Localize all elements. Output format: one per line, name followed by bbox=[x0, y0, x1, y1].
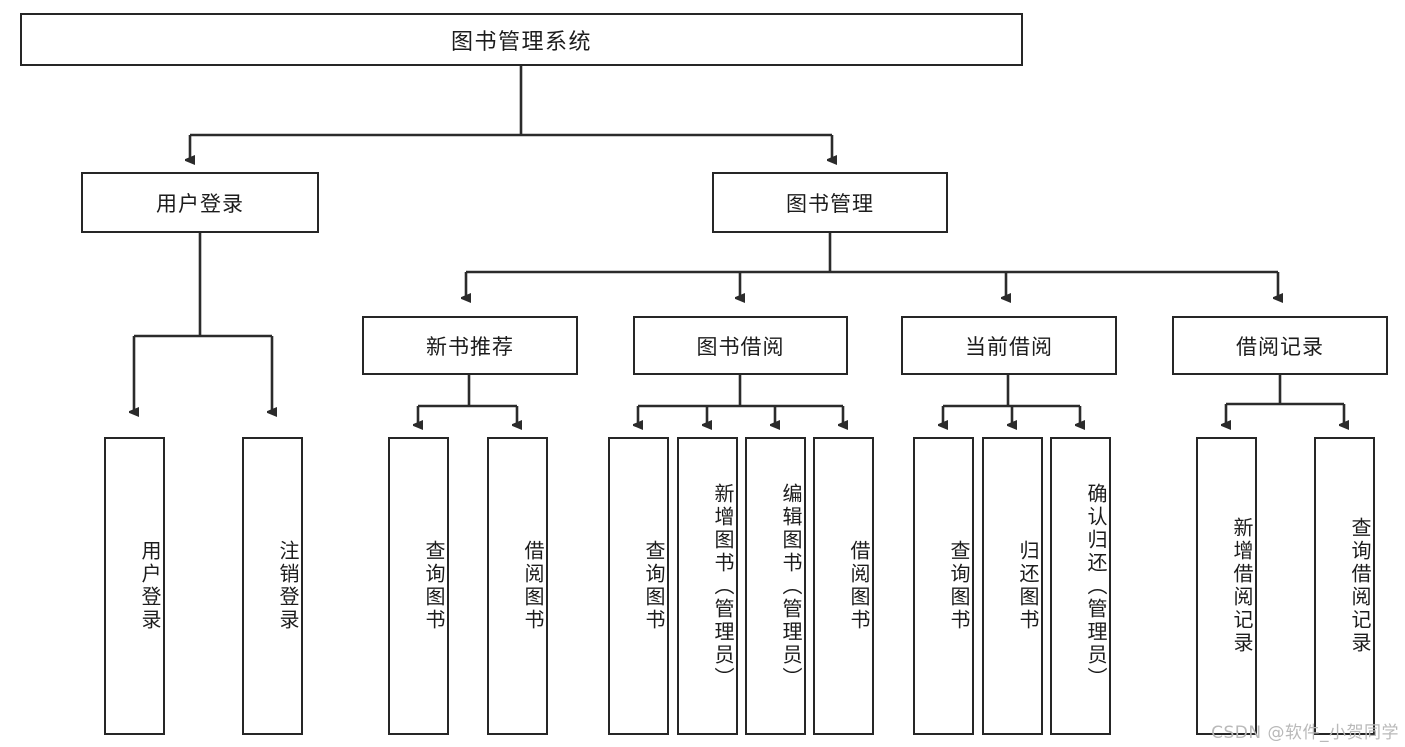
node-leaf-confirm-return[interactable]: 确认归还（管理员） bbox=[1050, 437, 1111, 735]
node-label: 新书推荐 bbox=[426, 334, 514, 359]
node-label: 确认归还（管理员） bbox=[1084, 482, 1108, 690]
node-label: 新增图书（管理员） bbox=[711, 482, 735, 690]
node-label: 用户登录 bbox=[138, 540, 162, 632]
node-borrow-record[interactable]: 借阅记录 bbox=[1172, 316, 1388, 375]
node-leaf-query-book-1[interactable]: 查询图书 bbox=[388, 437, 449, 735]
node-label: 图书借阅 bbox=[696, 334, 785, 359]
node-label: 查询图书 bbox=[947, 540, 971, 632]
node-label: 注销登录 bbox=[276, 540, 300, 632]
node-label: 图书管理系统 bbox=[450, 29, 592, 55]
node-label: 借阅图书 bbox=[847, 540, 871, 632]
node-label: 查询图书 bbox=[642, 540, 666, 632]
node-leaf-query-record[interactable]: 查询借阅记录 bbox=[1314, 437, 1375, 735]
node-label: 借阅记录 bbox=[1236, 334, 1324, 359]
node-label: 用户登录 bbox=[156, 191, 244, 216]
node-leaf-edit-book[interactable]: 编辑图书（管理员） bbox=[745, 437, 806, 735]
node-leaf-add-book[interactable]: 新增图书（管理员） bbox=[677, 437, 738, 735]
node-new-book-recommend[interactable]: 新书推荐 bbox=[362, 316, 578, 375]
node-label: 归还图书 bbox=[1016, 540, 1040, 632]
node-leaf-query-book-2[interactable]: 查询图书 bbox=[608, 437, 669, 735]
node-label: 借阅图书 bbox=[521, 540, 545, 632]
node-label: 编辑图书（管理员） bbox=[779, 482, 803, 690]
node-book-manage[interactable]: 图书管理 bbox=[712, 172, 948, 233]
node-label: 查询借阅记录 bbox=[1348, 517, 1372, 655]
node-user-login[interactable]: 用户登录 bbox=[81, 172, 319, 233]
node-leaf-borrow-book-1[interactable]: 借阅图书 bbox=[487, 437, 548, 735]
node-leaf-add-record[interactable]: 新增借阅记录 bbox=[1196, 437, 1257, 735]
node-leaf-return-book[interactable]: 归还图书 bbox=[982, 437, 1043, 735]
node-leaf-logout[interactable]: 注销登录 bbox=[242, 437, 303, 735]
node-label: 图书管理 bbox=[786, 191, 874, 216]
node-current-borrow[interactable]: 当前借阅 bbox=[901, 316, 1117, 375]
node-label: 新增借阅记录 bbox=[1230, 517, 1254, 655]
node-label: 当前借阅 bbox=[965, 334, 1053, 359]
node-book-borrow[interactable]: 图书借阅 bbox=[633, 316, 848, 375]
node-book-management-system[interactable]: 图书管理系统 bbox=[20, 13, 1023, 66]
node-leaf-query-book-3[interactable]: 查询图书 bbox=[913, 437, 974, 735]
node-leaf-borrow-book-2[interactable]: 借阅图书 bbox=[813, 437, 874, 735]
csdn-watermark: CSDN @软件_小贺同学 bbox=[1211, 723, 1399, 743]
node-label: 查询图书 bbox=[422, 540, 446, 632]
node-leaf-user-login[interactable]: 用户登录 bbox=[104, 437, 165, 735]
